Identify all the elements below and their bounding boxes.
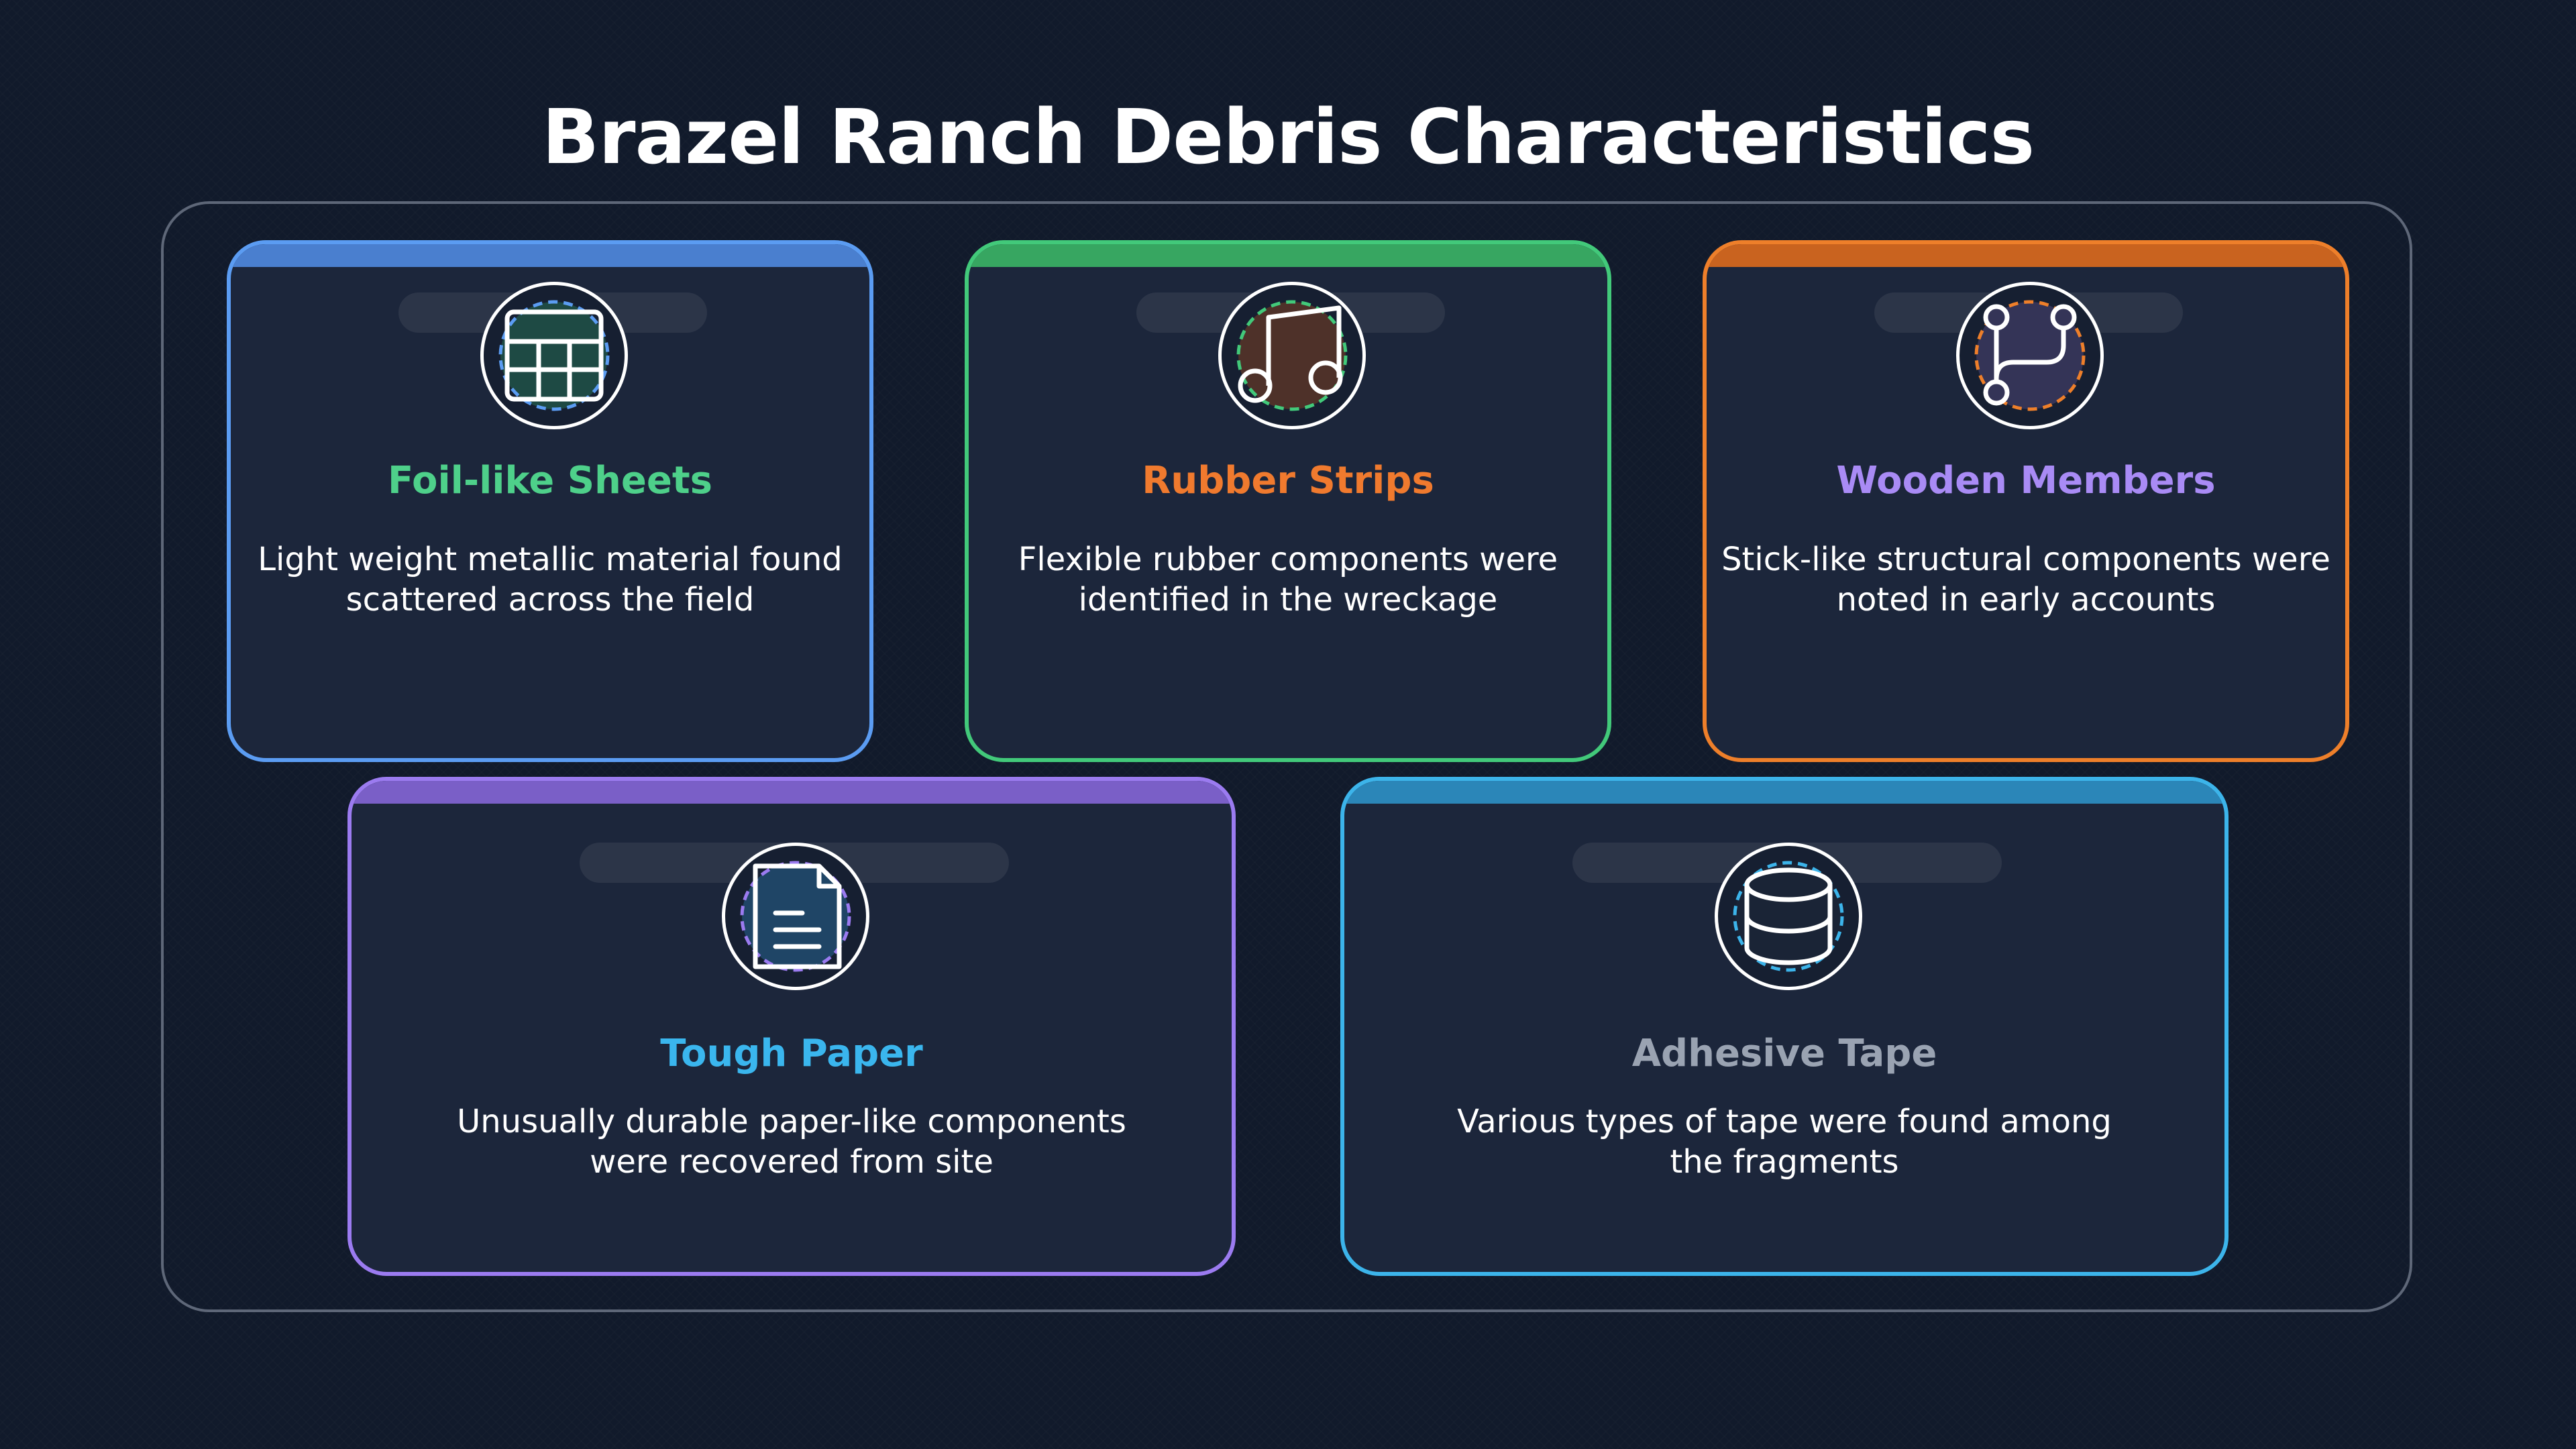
- card-description-line: Flexible rubber components were: [1018, 541, 1558, 578]
- card-adhesive-tape: Adhesive Tape Various types of tape were…: [1340, 777, 2229, 1276]
- database-icon: [1715, 843, 1862, 990]
- card-top-bar: [1344, 781, 2224, 804]
- card-description: Unusually durable paper-like components …: [352, 1102, 1232, 1182]
- card-description-line: Various types of tape were found among: [1457, 1103, 2112, 1140]
- music-note-icon: [1218, 282, 1366, 429]
- card-foil-like-sheets: Foil-like Sheets Light weight metallic m…: [227, 240, 873, 762]
- card-title: Tough Paper: [660, 1032, 923, 1075]
- card-description-line: Unusually durable paper-like components: [457, 1103, 1126, 1140]
- git-branch-icon: [1956, 282, 2104, 429]
- card-title: Adhesive Tape: [1631, 1032, 1937, 1075]
- card-top-bar: [969, 244, 1607, 267]
- card-title: Foil-like Sheets: [388, 459, 712, 502]
- card-description: Light weight metallic material found sca…: [231, 539, 869, 620]
- card-top-bar: [352, 781, 1232, 804]
- card-description-line: scattered across the field: [345, 581, 755, 619]
- card-description-line: Light weight metallic material found: [258, 541, 843, 578]
- card-top-bar: [1707, 244, 2345, 267]
- cards-frame: [161, 201, 2412, 1312]
- card-description-line: Stick-like structural components were: [1721, 541, 2330, 578]
- card-description: Various types of tape were found among t…: [1344, 1102, 2224, 1182]
- card-description-line: the fragments: [1670, 1143, 1899, 1181]
- card-top-bar: [231, 244, 869, 267]
- card-wooden-members: Wooden Members Stick-like structural com…: [1703, 240, 2349, 762]
- card-description: Stick-like structural components were no…: [1707, 539, 2345, 620]
- document-icon: [722, 843, 869, 990]
- page-title: Brazel Ranch Debris Characteristics: [541, 94, 2035, 181]
- card-rubber-strips: Rubber Strips Flexible rubber components…: [965, 240, 1611, 762]
- card-description-line: were recovered from site: [590, 1143, 994, 1181]
- table-grid-icon: [480, 282, 628, 429]
- card-tough-paper: Tough Paper Unusually durable paper-like…: [347, 777, 1236, 1276]
- card-description-line: identified in the wreckage: [1078, 581, 1498, 619]
- card-description: Flexible rubber components were identifi…: [969, 539, 1607, 620]
- card-title: Rubber Strips: [1142, 459, 1434, 502]
- card-description-line: noted in early accounts: [1836, 581, 2216, 619]
- card-title: Wooden Members: [1836, 459, 2216, 502]
